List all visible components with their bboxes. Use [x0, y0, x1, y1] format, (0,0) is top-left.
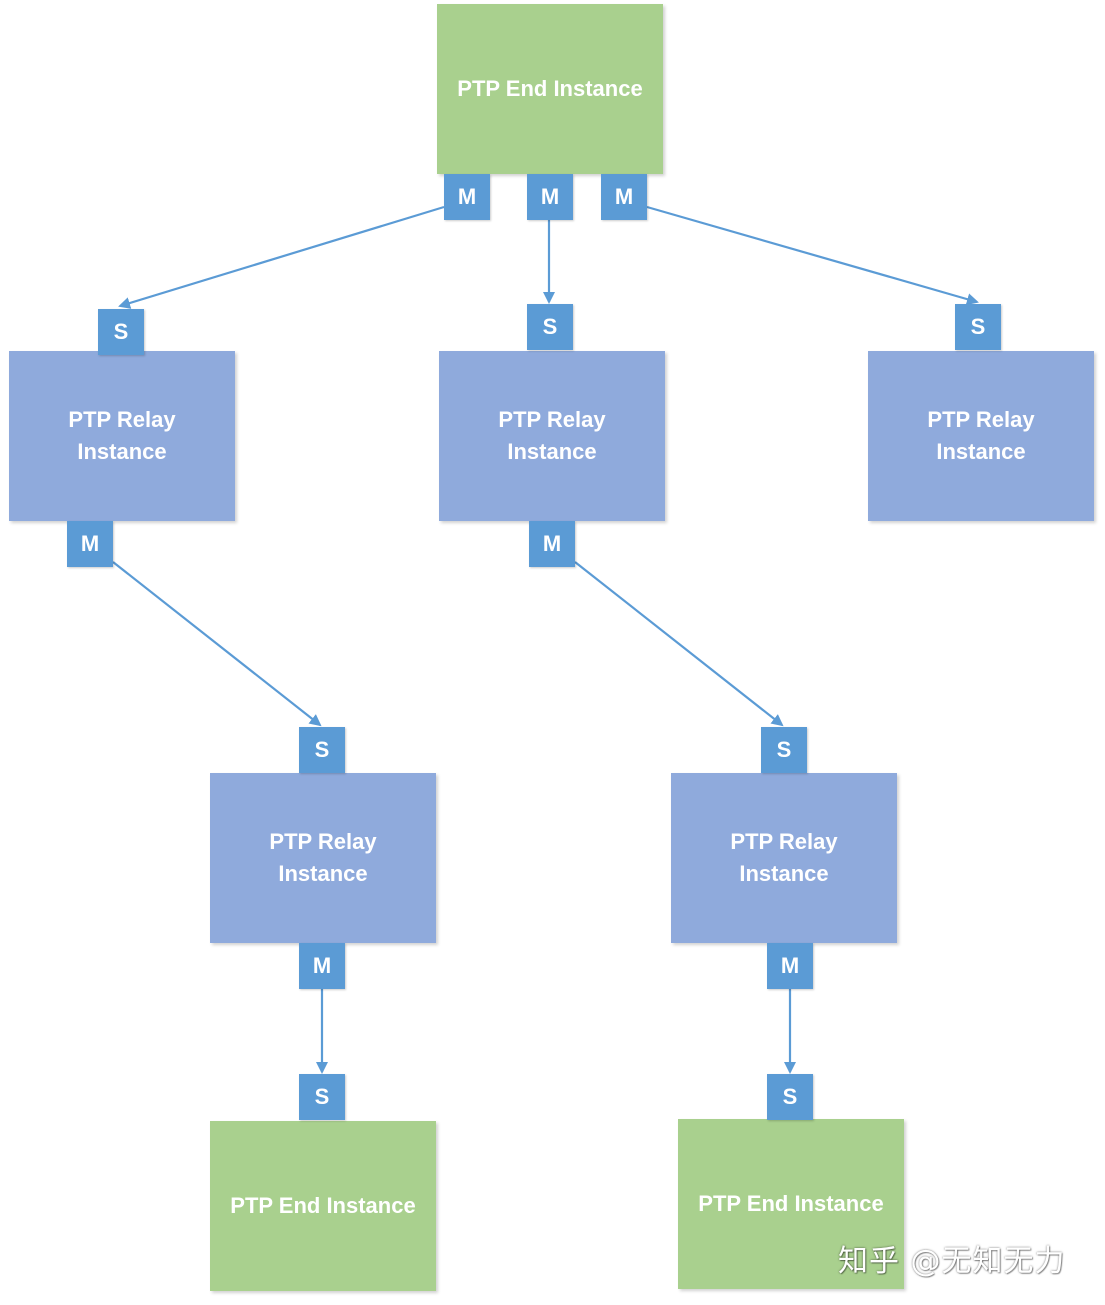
port-master-relay-left: M [67, 521, 113, 567]
node-label-line1: PTP Relay [498, 407, 606, 432]
node-label: PTP End Instance [230, 1193, 416, 1218]
port-master-top-1: M [444, 174, 490, 220]
node-relay-center: PTP Relay Instance [439, 351, 665, 521]
node-label-line2: Instance [77, 439, 167, 464]
watermark: 知乎 @无知无力 [838, 1244, 1066, 1279]
node-end-top: PTP End Instance [437, 4, 663, 174]
port-master-relay-lower-right: M [767, 943, 813, 989]
node-label-line2: Instance [739, 861, 829, 886]
port-slave-end-bottom-left: S [299, 1074, 345, 1120]
node-relay-right: PTP Relay Instance [868, 351, 1094, 521]
node-label: PTP End Instance [698, 1191, 884, 1216]
port-slave-relay-center: S [527, 304, 573, 350]
node-end-bottom-right: PTP End Instance [678, 1119, 904, 1289]
port-slave-relay-lower-left: S [299, 727, 345, 773]
node-label-line1: PTP Relay [730, 829, 838, 854]
port-master-top-3: M [601, 174, 647, 220]
port-master-relay-center: M [529, 521, 575, 567]
arrow-top-to-relay-left [118, 205, 445, 309]
node-label: PTP End Instance [457, 76, 643, 101]
arrow-relay-left-to-lower-left [112, 561, 322, 727]
port-slave-relay-lower-right: S [761, 727, 807, 773]
node-label-line2: Instance [507, 439, 597, 464]
arrow-top-to-relay-right [646, 205, 979, 305]
node-relay-lower-right: PTP Relay Instance [671, 773, 897, 943]
node-relay-left: PTP Relay Instance [9, 351, 235, 521]
port-master-top-2: M [527, 174, 573, 220]
port-slave-end-bottom-right: S [767, 1074, 813, 1120]
node-relay-lower-left: PTP Relay Instance [210, 773, 436, 943]
port-slave-relay-right: S [955, 304, 1001, 350]
port-slave-relay-left: S [98, 309, 144, 355]
node-label-line1: PTP Relay [927, 407, 1035, 432]
node-label-line2: Instance [936, 439, 1026, 464]
arrow-relay-center-to-lower-right [574, 561, 784, 727]
node-end-bottom-left: PTP End Instance [210, 1121, 436, 1291]
node-label-line1: PTP Relay [68, 407, 176, 432]
node-label-line1: PTP Relay [269, 829, 377, 854]
node-label-line2: Instance [278, 861, 368, 886]
port-master-relay-lower-left: M [299, 943, 345, 989]
